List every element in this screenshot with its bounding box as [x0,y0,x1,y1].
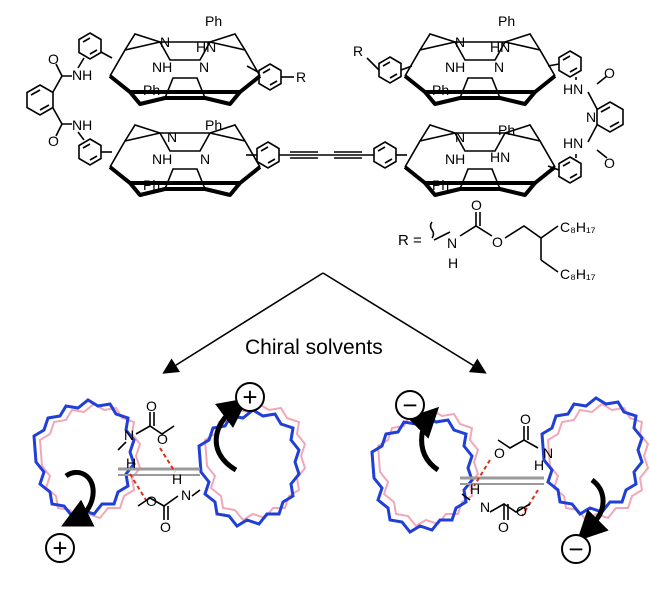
n-label: N [494,59,504,75]
plus-sign-label: + [52,533,67,563]
ph-label: Ph [498,122,515,138]
h-label: H [470,481,480,497]
hn-amide-label: HN [563,81,583,97]
ph-label: Ph [143,177,160,193]
ph-label: Ph [498,13,515,29]
o-label: O [471,197,482,213]
pyridine-ring [26,84,54,116]
ph-label: Ph [205,13,222,29]
o-label: O [160,519,171,535]
plus-sign-label: + [242,382,257,412]
hn-label: HN [490,39,510,55]
butadiyne-linker [246,141,407,169]
c8h17-label: C₈H₁₇ [560,219,596,235]
n-label: N [586,109,596,125]
ring-back [546,402,650,522]
hbond-line [521,489,539,517]
hn-label: HN [196,39,216,55]
hn-label: HN [490,149,510,165]
phenyl-ring [378,56,402,84]
n-label: N [199,59,209,75]
n-label: N [167,129,177,145]
porphyrin-left-top: Ph Ph HN NH N N [108,13,262,106]
minus-sign-icon: − [561,534,591,564]
n-label: N [200,151,210,167]
plus-sign-icon: + [235,382,265,412]
right-dimer: Ph Ph HN NH N N R HN HN O O N Ph Ph NH H… [353,13,624,197]
ph-label: Ph [432,177,449,193]
r-label: R [296,69,306,85]
n-label: N [160,34,170,50]
nh-label: NH [445,59,465,75]
h-label: H [126,455,136,471]
o-label: O [492,234,503,250]
h-label: H [172,471,182,487]
r-group-definition: R = N H O O C₈H₁₇ C₈H₁₇ [398,197,596,282]
assembly-right: H N O O H N O O − − [370,390,650,564]
n-label: N [480,499,490,515]
n-label: N [455,34,465,50]
minus-sign-icon: − [395,390,425,420]
ring-front [32,398,136,518]
nh-label: NH [152,59,172,75]
pyridine-ring [596,101,624,133]
porphyrin-left-bottom: Ph Ph NH N N [108,117,262,197]
rotation-arrow [213,397,248,473]
ring-back [376,408,480,528]
n-label: N [124,427,134,443]
assembly-left: N H O O H N O O + + [32,382,307,563]
nh-label: NH [152,151,172,167]
h-label: H [448,255,458,271]
o-label: O [146,493,157,509]
nh-amide-label: NH [72,67,92,83]
o-label: O [48,133,59,149]
ph-label: Ph [205,117,222,133]
h-label: H [534,457,544,473]
o-label: O [520,411,531,427]
o-label: O [498,519,509,535]
ph-label: Ph [432,82,449,98]
porphyrin-right-bottom: Ph Ph NH HN N [403,122,557,197]
phenyl-ring [258,63,282,91]
r-definition-prefix: R = [398,232,422,249]
o-label: O [516,503,527,519]
o-label: O [48,51,59,67]
minus-sign-label: − [568,534,583,564]
phenyl-ring [78,138,102,166]
phenyl-ring [78,32,102,60]
branch-arrows: Chiral solvents [162,272,487,374]
chiral-solvents-label: Chiral solvents [245,336,383,359]
rotation-arrow [407,406,440,473]
phenyl-ring [558,156,582,184]
plus-sign-icon: + [45,533,75,563]
rotation-arrow [576,477,609,542]
o-label: O [157,431,168,447]
o-label: O [146,398,157,414]
n-label: N [447,235,457,251]
minus-sign-label: − [402,390,417,420]
o-label: O [494,445,505,461]
hbond-line [129,473,147,501]
nh-label: NH [445,151,465,167]
c8h17-label: C₈H₁₇ [560,266,596,282]
hbond-line [159,447,176,473]
ph-label: Ph [143,82,160,98]
phenyl-ring [558,50,582,78]
porphyrin-right-top: Ph Ph HN NH N N [403,13,557,106]
rotation-arrow [61,469,96,527]
ring-front [540,396,644,516]
o-label: O [604,65,615,81]
o-label: O [604,155,615,171]
n-label: N [455,129,465,145]
r-label: R [353,43,363,59]
left-dimer: Ph Ph HN NH N N R NH NH O O Ph Ph NH N N [26,13,306,197]
hn-amide-label: HN [563,135,583,151]
nh-amide-label: NH [72,117,92,133]
n-label: N [181,487,191,503]
hbond-line [473,459,491,487]
n-label: N [543,445,553,461]
